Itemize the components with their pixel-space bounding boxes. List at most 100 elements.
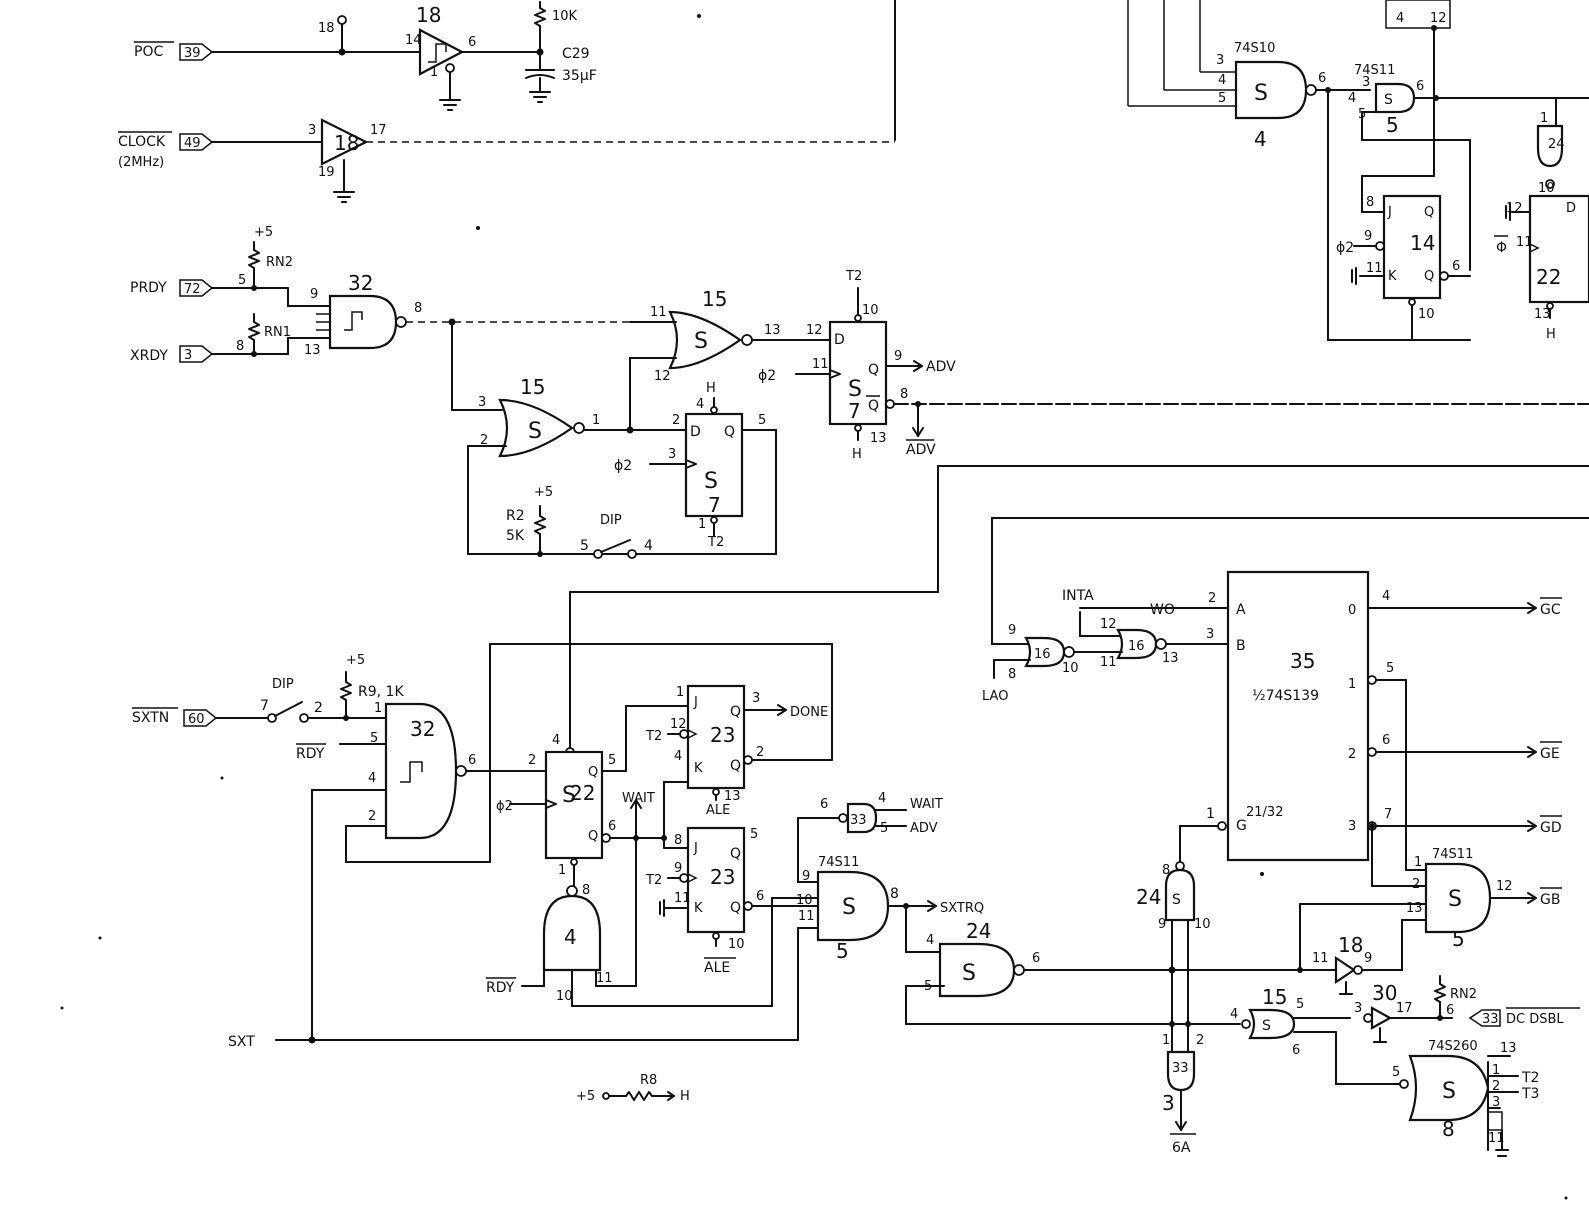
- clock-note: (2MHz): [118, 155, 164, 170]
- svg-text:1: 1: [592, 413, 600, 428]
- clock-pin: 49: [184, 136, 201, 151]
- ic16b-label: 16: [1128, 639, 1145, 654]
- svg-text:4: 4: [368, 771, 376, 786]
- ic4-74s10-nand: [1234, 60, 1308, 120]
- 6a-output: 6A: [1172, 1140, 1191, 1156]
- svg-text:6: 6: [820, 797, 828, 812]
- c29-label: C29: [562, 46, 590, 62]
- ic74s260-label: 74S260: [1428, 1039, 1478, 1054]
- clock-section: CLOCK (2MHz) 49 3 18 17 19: [118, 118, 895, 230]
- ic18c-inverter: [1334, 955, 1356, 985]
- ic7a-label: 7: [848, 399, 861, 423]
- svg-text:10: 10: [1194, 917, 1211, 932]
- svg-text:3: 3: [1354, 1001, 1362, 1016]
- svg-text:6: 6: [756, 889, 764, 904]
- svg-text:13: 13: [724, 789, 741, 804]
- svg-text:12: 12: [1430, 11, 1447, 26]
- svg-text:4: 4: [644, 538, 653, 554]
- inta-label: INTA: [1062, 588, 1094, 604]
- ic15b-label: 15: [520, 375, 545, 399]
- gb-output: GB: [1540, 892, 1560, 908]
- svg-text:2: 2: [480, 433, 488, 448]
- svg-text:3: 3: [308, 123, 316, 138]
- ic7b-q: Q: [724, 424, 735, 440]
- svg-text:2: 2: [1196, 1033, 1204, 1048]
- svg-text:10: 10: [796, 893, 813, 908]
- svg-text:3: 3: [1348, 819, 1356, 834]
- svg-text:19: 19: [318, 165, 335, 180]
- ic33b-label: 33: [1172, 1061, 1189, 1076]
- svg-text:5: 5: [238, 273, 246, 288]
- ic15a-label: 15: [702, 287, 727, 311]
- svg-text:3: 3: [1162, 1091, 1175, 1115]
- svg-text:8: 8: [1366, 195, 1374, 210]
- svg-text:6: 6: [1318, 71, 1326, 86]
- ic23a-label: 23: [710, 723, 735, 747]
- svg-text:6: 6: [468, 35, 476, 50]
- wait-mid-label: WAIT: [622, 791, 655, 806]
- wo-label: WO: [1150, 602, 1175, 618]
- rn2-lower-label: RN2: [1450, 987, 1477, 1002]
- dip1-label: DIP: [600, 513, 622, 528]
- ic7a-qbar: Q: [868, 398, 879, 414]
- ic5-num: 5: [1386, 113, 1399, 137]
- svg-text:4: 4: [552, 733, 560, 748]
- svg-text:8: 8: [582, 883, 590, 898]
- ic23a-t2: T2: [645, 729, 662, 744]
- ic24b-label: 24: [1136, 885, 1161, 909]
- ic14-label: 14: [1410, 231, 1435, 255]
- dcdsbl-connector: [1468, 1009, 1501, 1027]
- r8-label: R8: [640, 1073, 657, 1088]
- prdy-pin: 72: [184, 282, 201, 297]
- svg-text:13: 13: [304, 343, 321, 358]
- svg-text:3: 3: [1206, 627, 1214, 642]
- lao-label: LAO: [982, 689, 1008, 704]
- ic24a-nand: [938, 942, 1016, 998]
- svg-text:4: 4: [1348, 91, 1356, 106]
- ic8-74s260-nor: [1408, 1054, 1490, 1122]
- ic15b-s: S: [528, 419, 542, 444]
- r2-label: R2: [506, 508, 525, 524]
- adv-input-label: ADV: [910, 821, 938, 836]
- svg-text:9: 9: [802, 869, 810, 884]
- svg-text:3: 3: [1492, 1095, 1500, 1110]
- svg-text:8: 8: [1008, 667, 1016, 682]
- svg-text:2: 2: [756, 745, 764, 760]
- decoder-section: A B G 21/32 35 ½74S139 0 1 2 3 WO 2 INTA…: [982, 517, 1589, 1027]
- ic23b-qbar: Q: [730, 900, 741, 916]
- ic5-s: S: [1384, 92, 1393, 108]
- ic16b-nor: [1116, 628, 1158, 660]
- ic23a-ale: ALE: [706, 803, 730, 818]
- gd-output: GD: [1540, 820, 1562, 836]
- ic4-s: S: [1254, 81, 1268, 106]
- svg-text:5: 5: [880, 821, 888, 836]
- svg-text:6: 6: [468, 753, 476, 768]
- dip2-label: DIP: [272, 677, 294, 692]
- svg-text:2: 2: [314, 700, 323, 716]
- ic15a-nor: [668, 310, 742, 370]
- ic7b-clock: ϕ2: [614, 458, 632, 474]
- svg-text:11: 11: [1312, 951, 1329, 966]
- ic5a-s: S: [842, 895, 856, 920]
- xrdy-label: XRDY: [130, 348, 168, 364]
- r9-supply: +5: [346, 653, 365, 668]
- ic14-k: K: [1388, 269, 1397, 284]
- svg-text:4: 4: [926, 933, 934, 948]
- ic22-right-d: D: [1566, 201, 1576, 216]
- svg-text:11: 11: [674, 891, 691, 906]
- clock-label: CLOCK: [118, 134, 166, 150]
- svg-text:9: 9: [1364, 229, 1372, 244]
- ic16a-nor: [1024, 636, 1066, 668]
- poc-label: POC: [134, 44, 163, 60]
- svg-text:12: 12: [1100, 617, 1117, 632]
- svg-text:11: 11: [798, 909, 815, 924]
- svg-text:5: 5: [750, 827, 758, 842]
- dcdsbl-pin: 33: [1482, 1012, 1499, 1027]
- svg-text:11: 11: [1488, 1131, 1505, 1146]
- ic4-num: 4: [1254, 127, 1267, 151]
- sxtn-pin: 60: [188, 712, 205, 727]
- svg-text:5: 5: [1296, 997, 1304, 1012]
- ic5-74s11-and: [1374, 82, 1416, 114]
